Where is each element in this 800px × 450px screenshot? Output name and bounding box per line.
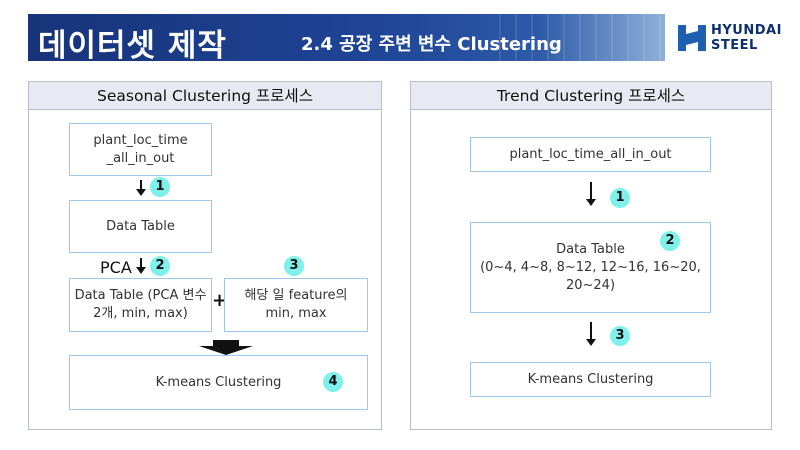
trend-step-badge-2: 2 bbox=[660, 231, 680, 251]
seasonal-arrow-2 bbox=[136, 258, 146, 274]
seasonal-step-badge-2: 2 bbox=[150, 256, 170, 276]
trend-step-badge-3: 3 bbox=[610, 326, 630, 346]
seasonal-merge-arrow bbox=[199, 340, 253, 355]
trend-data-table-title: Data Table bbox=[556, 241, 625, 257]
seasonal-arrow-1 bbox=[136, 180, 146, 196]
seasonal-pca-data-table-box: Data Table (PCA 변수 2개, min, max) bbox=[69, 278, 212, 332]
pca-label: PCA bbox=[100, 258, 132, 277]
trend-arrow-1 bbox=[586, 182, 596, 206]
seasonal-data-table-box: Data Table bbox=[69, 200, 212, 253]
trend-source-box: plant_loc_time_all_in_out bbox=[470, 137, 711, 172]
seasonal-feature-label: 해당 일 feature의 min, max bbox=[244, 288, 348, 321]
logo-line-1: HYUNDAI bbox=[711, 23, 782, 38]
trend-step-badge-1: 1 bbox=[610, 188, 630, 208]
seasonal-data-table-label: Data Table bbox=[106, 218, 175, 234]
seasonal-source-label: plant_loc_time _all_in_out bbox=[93, 132, 188, 166]
trend-source-label: plant_loc_time_all_in_out bbox=[509, 146, 672, 162]
trend-data-table-ranges: (0~4, 4~8, 8~12, 12~16, 16~20, 20~24) bbox=[480, 259, 701, 293]
seasonal-step-badge-3: 3 bbox=[284, 256, 304, 276]
seasonal-step-badge-4: 4 bbox=[323, 372, 343, 392]
trend-kmeans-label: K-means Clustering bbox=[527, 371, 654, 387]
seasonal-source-box: plant_loc_time _all_in_out bbox=[69, 123, 212, 176]
seasonal-feature-box: 해당 일 feature의 min, max bbox=[224, 278, 368, 332]
seasonal-step-badge-1: 1 bbox=[150, 177, 170, 197]
trend-panel-header: Trend Clustering 프로세스 bbox=[411, 82, 771, 110]
hyundai-steel-logo: HYUNDAI STEEL bbox=[677, 23, 787, 55]
trend-arrow-2 bbox=[586, 322, 596, 346]
logo-line-2: STEEL bbox=[711, 38, 758, 53]
trend-kmeans-box: K-means Clustering bbox=[470, 362, 711, 397]
seasonal-panel-header: Seasonal Clustering 프로세스 bbox=[29, 82, 381, 110]
header-banner: 데이터셋 제작 2.4 공장 주변 변수 Clustering bbox=[28, 14, 665, 61]
trend-clustering-panel: Trend Clustering 프로세스 plant_loc_time_all… bbox=[410, 81, 772, 430]
page-subtitle: 2.4 공장 주변 변수 Clustering bbox=[301, 34, 562, 55]
hyundai-steel-logo-icon bbox=[678, 25, 706, 51]
seasonal-kmeans-label: K-means Clustering bbox=[155, 374, 282, 390]
seasonal-kmeans-box: K-means Clustering bbox=[69, 355, 368, 410]
plus-sign: + bbox=[212, 290, 228, 311]
seasonal-pca-data-table-label: Data Table (PCA 변수 2개, min, max) bbox=[74, 288, 207, 321]
logo-wordmark: HYUNDAI STEEL bbox=[711, 23, 782, 53]
page-title: 데이터셋 제작 bbox=[38, 28, 227, 61]
seasonal-clustering-panel: Seasonal Clustering 프로세스 plant_loc_time … bbox=[28, 81, 382, 430]
